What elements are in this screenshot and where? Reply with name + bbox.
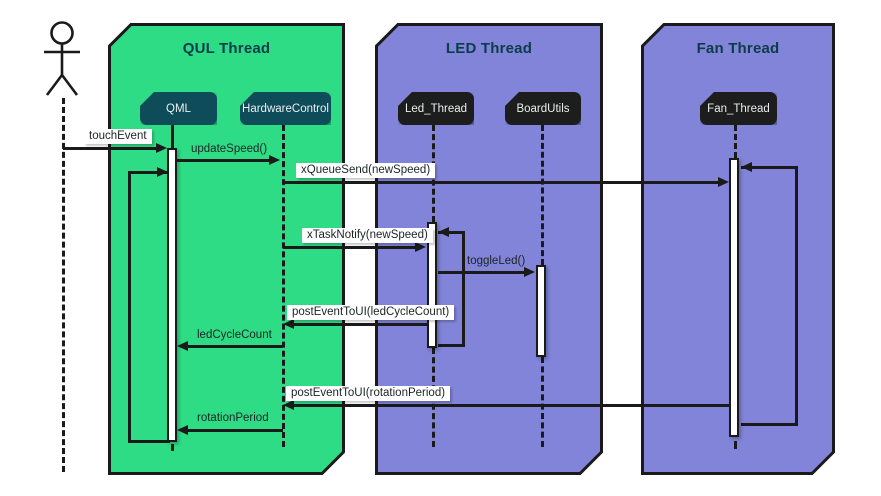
thread-box-led bbox=[375, 23, 603, 475]
message-rotationperiod-label: rotationPeriod bbox=[197, 412, 269, 424]
message-touchevent-line bbox=[63, 146, 159, 150]
actor-icon bbox=[40, 20, 86, 96]
participant-fanthread-label: Fan_Thread bbox=[707, 102, 770, 115]
loop-fan-arrowhead-icon bbox=[741, 161, 752, 172]
message-ledcyclecount-label: ledCycleCount bbox=[197, 329, 272, 341]
message-posteventrotation-arrowhead-icon bbox=[283, 399, 294, 410]
message-updatespeed-label: updateSpeed() bbox=[191, 143, 268, 155]
participant-ledthread-label: Led_Thread bbox=[404, 102, 468, 115]
loop-qml-arrowhead-icon bbox=[157, 166, 168, 177]
loop-led bbox=[438, 230, 465, 347]
message-xqueuesend-arrowhead-icon bbox=[718, 176, 729, 187]
thread-title-led: LED Thread bbox=[445, 40, 533, 57]
participant-ledthread: Led_Thread bbox=[398, 92, 474, 125]
message-posteventled-line bbox=[294, 322, 427, 326]
lifeline-qml-top-stub bbox=[171, 125, 174, 148]
loop-fan bbox=[741, 165, 798, 426]
message-ledcyclecount-arrowhead-icon bbox=[177, 340, 188, 351]
message-xtasknotify-arrowhead-icon bbox=[415, 241, 426, 252]
activation-bar-ledthread bbox=[427, 222, 437, 348]
thread-box-led-shape bbox=[375, 23, 603, 475]
lifeline-boardutils-upper bbox=[540, 125, 544, 265]
message-toggleled-arrowhead-icon bbox=[524, 266, 535, 277]
lifeline-hardwarecontrol bbox=[281, 125, 285, 447]
message-xtasknotify-label: xTaskNotify(newSpeed) bbox=[302, 228, 433, 243]
participant-fanthread: Fan_Thread bbox=[700, 92, 777, 125]
activation-bar-qml bbox=[167, 148, 177, 442]
message-toggleled-label: toggleLed() bbox=[467, 255, 526, 267]
message-xqueuesend-line bbox=[283, 180, 720, 184]
activation-bar-boardutils bbox=[536, 265, 546, 357]
participant-hardwarecontrol: HardwareControl bbox=[240, 92, 331, 125]
message-posteventled-arrowhead-icon bbox=[283, 318, 294, 329]
loop-qml bbox=[128, 170, 170, 443]
message-posteventrotation-label: postEventToUI(rotationPeriod) bbox=[286, 386, 451, 401]
message-posteventrotation-line bbox=[294, 403, 729, 407]
lifeline-boardutils-lower bbox=[540, 357, 544, 447]
participant-boardutils-label: BoardUtils bbox=[516, 102, 570, 115]
message-updatespeed-arrowhead-icon bbox=[269, 154, 280, 165]
lifeline-fanthread-bottom-stub bbox=[733, 441, 737, 449]
message-ledcyclecount-line bbox=[188, 344, 283, 348]
message-updatespeed-line bbox=[177, 158, 271, 162]
activation-bar-fanthread bbox=[729, 158, 739, 437]
message-xqueuesend-label: xQueueSend(newSpeed) bbox=[296, 163, 436, 178]
loop-led-arrowhead-icon bbox=[438, 226, 449, 237]
lifeline-fanthread-upper bbox=[733, 125, 737, 158]
message-toggleled-line bbox=[438, 270, 525, 274]
lifeline-actor bbox=[61, 98, 65, 472]
participant-hardwarecontrol-label: HardwareControl bbox=[242, 102, 329, 115]
message-posteventled-label: postEventToUI(ledCycleCount) bbox=[287, 305, 455, 320]
participant-qml-label: QML bbox=[166, 102, 191, 115]
message-rotationperiod-arrowhead-icon bbox=[177, 424, 188, 435]
message-rotationperiod-line bbox=[188, 428, 283, 432]
message-touchevent-label: touchEvent bbox=[84, 129, 152, 144]
participant-boardutils: BoardUtils bbox=[505, 92, 581, 125]
thread-title-fan: Fan Thread bbox=[696, 40, 780, 57]
participant-qml: QML bbox=[140, 92, 217, 125]
thread-title-qul: QUL Thread bbox=[182, 40, 271, 57]
message-xtasknotify-line bbox=[283, 245, 417, 249]
message-touchevent-arrowhead-icon bbox=[156, 142, 167, 153]
lifeline-qml-bottom-stub bbox=[171, 444, 174, 451]
